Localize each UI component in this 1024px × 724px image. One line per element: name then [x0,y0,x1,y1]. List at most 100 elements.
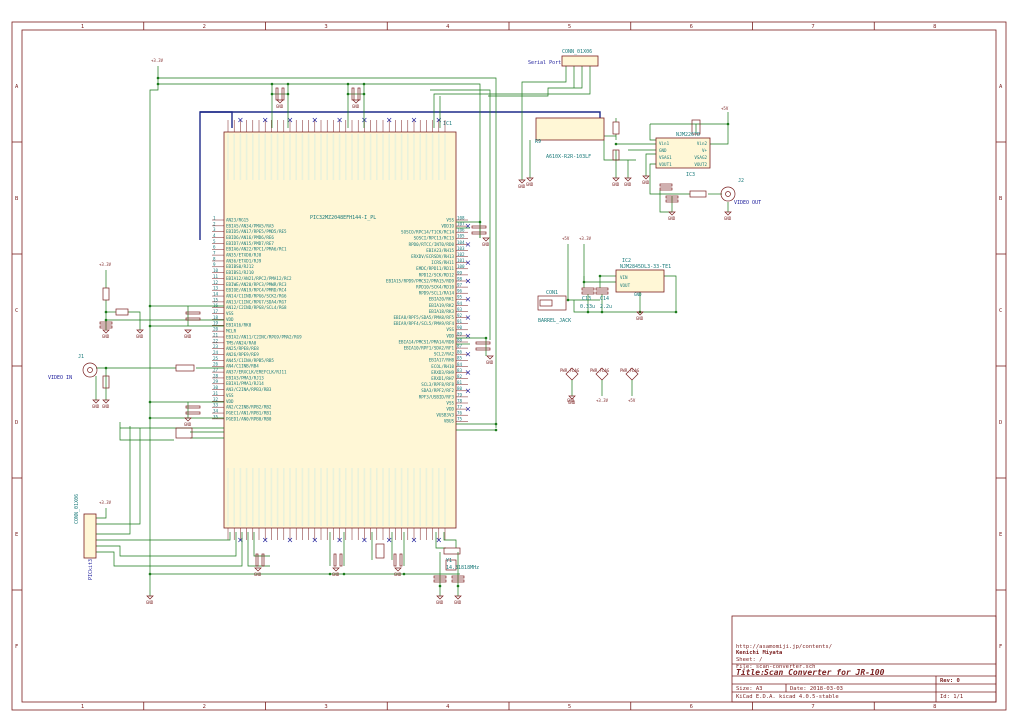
mcu-right-pin-number: 107 [457,222,465,227]
mcu-right-pin-label: EBIA8/RPF5/SDA5/PMA8/RF5 [393,315,454,320]
mcu-bottom-pin-label-strip [239,468,242,526]
ground-label: GND [668,216,676,221]
junction-dot [362,82,366,86]
mcu-left-pin-label: AN23/RG15 [226,217,249,222]
no-connect-mark [287,537,293,543]
ground-label: GND [636,316,644,321]
tb-sheet: Sheet: / [736,657,763,663]
mcu-left-pin-label: AN13/C1INC/RPG7/SDA4/RG7 [226,299,287,304]
row-label-left: D [15,420,18,426]
row-label-left: B [15,196,19,202]
junction-dot [478,220,482,224]
mcu-left-pin-number: 6 [213,245,216,250]
mcu-left-pin-number: 3 [213,227,216,232]
mcu-right-pin-label: EBIA14/PMCS1/PMA14/RD0 [399,339,455,344]
mcu-bottom-pin-label-strip [270,468,273,526]
mcu-right-pin-number: 94 [457,301,463,306]
col-label-bottom: 7 [811,704,814,710]
mcu-bottom-pin-label-strip [252,468,254,526]
mcu-bottom-pin-label-strip [431,468,434,526]
mcu-top-pin-label-strip [233,134,235,180]
mcu-top-pin-label-strip [382,134,384,180]
ground-label: GND [518,184,526,189]
mcu-top-pin-label-strip [245,134,248,180]
c13-value: 0.33u [580,304,595,310]
mcu-top-pin-label-strip [295,134,297,180]
ground-symbol [454,595,462,600]
rail-gnd-flag: GND [567,398,575,403]
mcu-bottom-pin-label-strip [376,468,378,526]
mcu-right-pin-label: RPD0/RTCC/INT0/RD0 [409,242,455,247]
mcu-right-pin-label: EBIA19/RK2 [429,303,455,308]
mcu-top-pin-label-strip [289,134,291,180]
junction-dot [438,584,442,588]
no-connect-mark [287,117,293,123]
no-connect-mark [411,117,417,123]
mcu-bottom-pin-label-strip [438,468,440,526]
r9-value: A610X-R2R-103LF [546,154,591,160]
mcu-left-pin-label: PGED1/AN0/RPB0/RB0 [226,416,272,421]
mcu-left-pin-number: 17 [213,309,219,314]
ic3-value: NJM2267D [676,132,700,138]
mcu-left-pin-number: 9 [213,262,216,267]
ic3-pin-vsag2: VSAG2 [694,155,707,160]
mcu-right-pin-label: EBIA18/RK3 [429,309,455,314]
mcu-top-pin-label-strip [357,134,359,180]
mcu-top-pin-label-strip [438,134,440,180]
mcu-right-pin-label: RPF3/USBID/RF3 [419,394,455,399]
mcu-right-pin-number: 101 [457,258,465,263]
ground-symbol [92,399,100,404]
mcu-left-pin-number: 23 [213,344,219,349]
mcu-bottom-pin-label-strip [258,468,260,526]
junction-dot [342,572,346,576]
junction-dot [600,310,604,314]
mcu-top-pin-label-strip [332,134,335,180]
ground-symbol [436,595,444,600]
mcu-right-pin-number: 85 [457,356,463,361]
pwr-flag-3: PWR_FLAG [620,368,640,373]
mcu-bottom-pin-label-strip [301,468,304,526]
mcu-right-pin-label: SDA3/RPF2/RF2 [421,388,454,393]
serial-conn-ref: CONN_01X06 [562,49,592,55]
no-connect-mark [465,260,471,265]
mcu-right-pin-label: VBUS [444,419,455,424]
junction-dot [270,82,274,86]
row-label-right: F [999,644,1002,650]
mcu-right-pin-label: VDD [446,333,454,338]
junction-dot [726,122,730,126]
mcu-top-pin-label-strip [407,134,409,180]
icsp-ref: CONN_01X06 [74,494,80,524]
mcu-top-pin-label-strip [444,134,446,180]
mcu-right-pin-number: 84 [457,362,463,367]
mcu-left-pin-number: 20 [213,327,219,332]
ic2-pin-vout: VOUT [620,283,631,288]
ground-symbol [352,99,360,104]
mcu-right-pin-number: 104 [457,240,465,245]
j1-ref: J1 [78,354,84,360]
no-connect-mark [465,223,471,229]
ground-symbol [394,567,402,572]
mcu-right-pin-number: 76 [457,411,463,416]
no-connect-mark [465,242,471,247]
mcu-top-pin-label-strip [258,134,260,180]
mcu-left-pin-label: AN4/C1INB/RB4 [226,364,259,369]
junction-dot [402,572,406,576]
mcu-bottom-pin-label-strip [400,468,403,526]
no-connect-mark [465,406,471,412]
ground-symbol [332,567,340,572]
junction-dot [494,428,498,432]
mcu-left-pin-number: 25 [213,356,219,361]
ground-symbol [724,211,732,216]
junction-dot [484,336,488,340]
mcu-bottom-pin-label-strip [407,468,409,526]
no-connect-mark [465,297,471,302]
col-label-top: 2 [203,24,206,30]
mcu-right-pin-number: 108 [457,215,465,220]
ground-label: GND [136,334,144,339]
mcu-left-pin-label: AN12/C2IND/RPG8/SCL4/RG8 [226,305,287,310]
ground-symbol [526,177,534,182]
mcu-ref: IC1 [443,121,452,127]
barrel-jack-value: BARREL_JACK [538,318,571,324]
row-label-left: F [15,644,18,650]
mcu-right-pin-number: 83 [457,368,463,373]
